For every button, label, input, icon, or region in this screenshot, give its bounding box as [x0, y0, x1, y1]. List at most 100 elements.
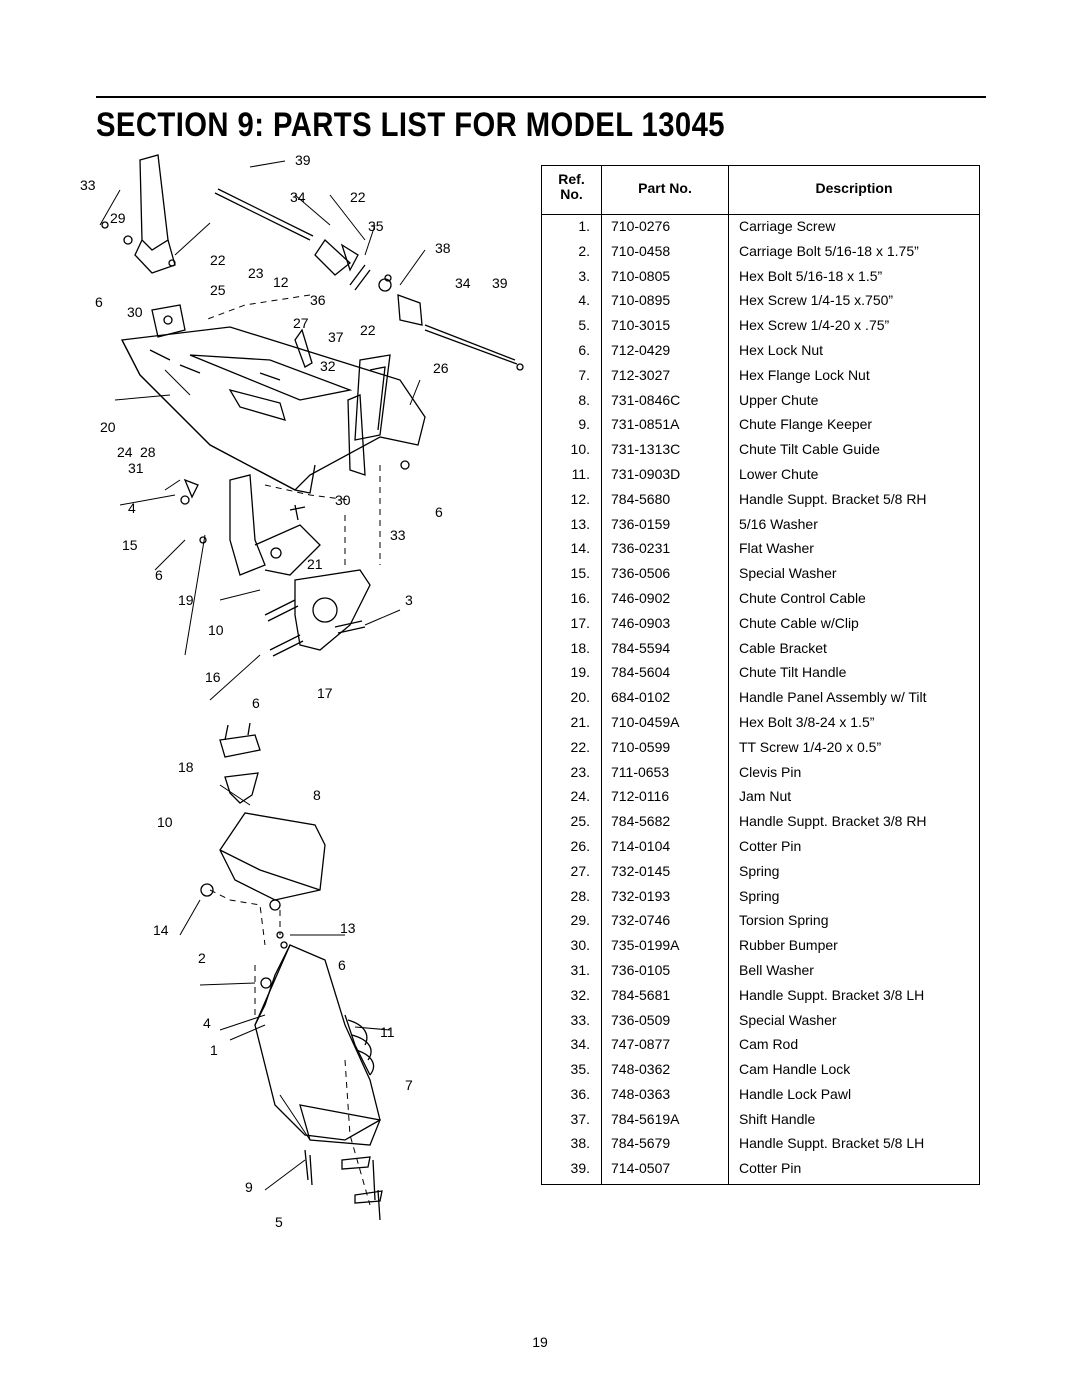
- ref-cell: 34.: [570, 1036, 590, 1053]
- callout-label: 33: [80, 177, 96, 193]
- callout-label: 8: [313, 787, 321, 803]
- part-number-cell: 732-0746: [611, 912, 671, 929]
- part-number-cell: 736-0231: [611, 540, 671, 557]
- ref-cell: 30.: [570, 937, 590, 954]
- description-cell: Handle Suppt. Bracket 5/8 LH: [739, 1135, 925, 1152]
- callout-label: 26: [433, 360, 449, 376]
- callout-label: 30: [127, 304, 143, 320]
- ref-cell: 23.: [570, 763, 590, 780]
- description-cell: Cable Bracket: [739, 639, 827, 656]
- ref-cell: 14.: [570, 540, 590, 557]
- callout-label: 25: [210, 282, 226, 298]
- ref-cell: 13.: [570, 515, 590, 532]
- description-cell: Hex Screw 1/4-20 x .75”: [739, 317, 890, 334]
- callout-label: 16: [205, 669, 221, 685]
- callout-label: 29: [110, 210, 126, 226]
- description-cell: Handle Suppt. Bracket 3/8 RH: [739, 813, 927, 830]
- ref-cell: 10.: [570, 441, 590, 458]
- ref-cell: 8.: [578, 391, 590, 408]
- callout-label: 6: [95, 294, 103, 310]
- header-ref-no: Ref. No.: [542, 172, 601, 202]
- callout-label: 3: [405, 592, 413, 608]
- callout-label: 35: [368, 218, 384, 234]
- part-number-cell: 712-3027: [611, 366, 671, 383]
- ref-cell: 6.: [578, 341, 590, 358]
- ref-cell: 27.: [570, 862, 590, 879]
- part-number-cell: 732-0145: [611, 862, 671, 879]
- ref-cell: 20.: [570, 689, 590, 706]
- table-row: 20. 684-0102 Handle Panel Assembly w/ Tilt: [542, 685, 979, 710]
- callout-label: 11: [380, 1024, 395, 1040]
- description-cell: Cam Rod: [739, 1036, 799, 1053]
- ref-cell: 39.: [570, 1160, 590, 1177]
- part-number-cell: 732-0193: [611, 887, 671, 904]
- callout-label: 6: [155, 567, 163, 583]
- description-cell: 5/16 Washer: [739, 515, 818, 532]
- ref-cell: 29.: [570, 912, 590, 929]
- part-number-cell: 747-0877: [611, 1036, 671, 1053]
- part-number-cell: 710-0276: [611, 218, 671, 234]
- description-cell: TT Screw 1/4-20 x 0.5”: [739, 738, 882, 755]
- part-number-cell: 736-0506: [611, 565, 671, 582]
- table-row: 34. 747-0877 Cam Rod: [542, 1032, 979, 1057]
- callout-label: 21: [307, 556, 323, 572]
- part-number-cell: 784-5680: [611, 490, 671, 507]
- ref-cell: 37.: [570, 1110, 590, 1127]
- part-number-cell: 731-0851A: [611, 416, 680, 433]
- description-cell: Cam Handle Lock: [739, 1061, 851, 1078]
- ref-cell: 3.: [578, 267, 590, 284]
- description-cell: Special Washer: [739, 1011, 837, 1028]
- callout-label: 5: [275, 1214, 283, 1230]
- description-cell: Handle Panel Assembly w/ Tilt: [739, 689, 927, 706]
- callout-label: 22: [350, 189, 366, 205]
- description-cell: Cotter Pin: [739, 837, 802, 854]
- ref-cell: 22.: [570, 738, 590, 755]
- description-cell: Bell Washer: [739, 961, 814, 978]
- ref-cell: 4.: [578, 292, 590, 309]
- callout-label: 24: [117, 444, 133, 460]
- column-divider: [728, 166, 729, 1184]
- description-cell: Hex Bolt 3/8-24 x 1.5”: [739, 713, 875, 730]
- part-number-cell: 736-0509: [611, 1011, 671, 1028]
- part-number-cell: 784-5619A: [611, 1110, 680, 1127]
- description-cell: Jam Nut: [739, 788, 792, 805]
- callout-label: 33: [390, 527, 406, 543]
- description-cell: Handle Suppt. Bracket 5/8 RH: [739, 490, 927, 507]
- description-cell: Chute Flange Keeper: [739, 416, 873, 433]
- table-row: 9. 731-0851A Chute Flange Keeper: [542, 412, 979, 437]
- part-number-cell: 731-0846C: [611, 391, 681, 408]
- part-number-cell: 746-0902: [611, 589, 671, 606]
- ref-cell: 38.: [570, 1135, 590, 1152]
- callout-label: 31: [128, 460, 144, 476]
- ref-cell: 9.: [578, 416, 590, 433]
- description-cell: Hex Flange Lock Nut: [739, 366, 870, 383]
- part-number-cell: 731-0903D: [611, 465, 681, 482]
- callout-label: 22: [210, 252, 226, 268]
- description-cell: Spring: [739, 887, 780, 904]
- column-divider: [601, 166, 602, 1184]
- callout-label: 14: [153, 922, 169, 938]
- part-number-cell: 684-0102: [611, 689, 671, 706]
- description-cell: Lower Chute: [739, 465, 819, 482]
- callout-label: 20: [100, 419, 116, 435]
- part-number-cell: 710-0805: [611, 267, 671, 284]
- ref-cell: 12.: [570, 490, 590, 507]
